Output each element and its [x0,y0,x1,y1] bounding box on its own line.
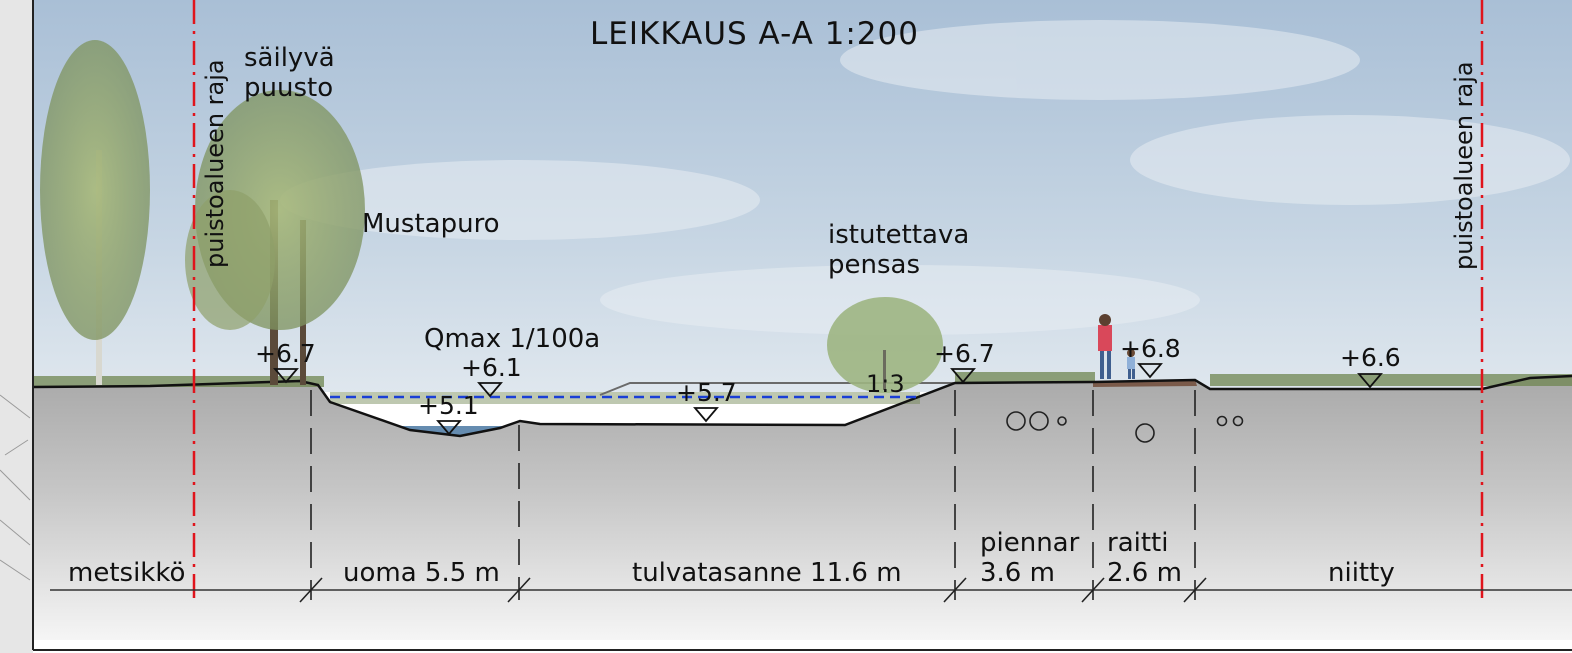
border-label-left: puistoalueen raja [201,59,229,268]
level-channel-bottom: +5.1 [418,391,479,420]
kept-trees-label-1: säilyvä [244,43,335,73]
level-right-bank: +6.7 [934,339,995,368]
flood-label: Qmax 1/100a [424,324,600,354]
level-flood: +6.1 [461,353,522,382]
level-markers [273,363,1383,436]
zone-verge-2: 3.6 m [980,558,1055,588]
ground-profile [33,374,1572,438]
slope-label: 1:3 [866,370,905,398]
dimension-ticks [299,577,1207,603]
zone-channel: uoma 5.5 m [343,558,500,588]
zone-path-1: raitti [1107,528,1168,558]
tree-birch [40,40,150,385]
zone-terrace: tulvatasanne 11.6 m [632,558,902,588]
zone-meadow: niitty [1328,558,1395,588]
stream-label: Mustapuro [362,209,500,239]
shrub [827,297,943,393]
zone-dividers [310,390,1196,600]
sheet-margin-lines [0,394,31,581]
utility-pipes [1006,411,1244,443]
zone-verge-1: piennar [980,528,1080,558]
ground-section [34,376,1572,640]
zone-forest: metsikkö [68,558,185,588]
kept-trees-label-2: puusto [244,73,333,103]
level-left-bank: +6.7 [255,339,316,368]
border-label-right: puistoalueen raja [1450,61,1478,270]
shrub-label-1: istutettava [828,220,969,250]
level-terrace: +5.7 [676,378,737,407]
tree-kept [185,90,365,385]
zone-path-2: 2.6 m [1107,558,1182,588]
section-title: LEIKKAUS A-A 1:200 [590,16,919,52]
shrub-label-2: pensas [828,250,920,280]
terrace-outline [599,382,955,396]
sheet-margin [0,0,33,653]
pedestrians [1098,314,1135,379]
level-meadow: +6.6 [1340,343,1401,372]
level-path: +6.8 [1120,334,1181,363]
